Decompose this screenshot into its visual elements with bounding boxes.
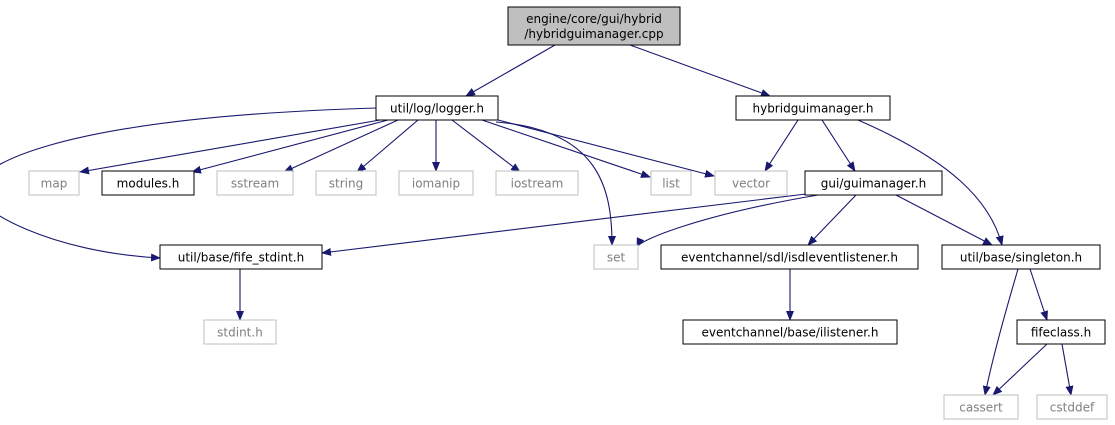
node-label-map: map: [41, 177, 68, 191]
node-label-guimanager: gui/guimanager.h: [821, 177, 926, 191]
node-list: list: [650, 170, 692, 196]
node-string: string: [315, 170, 377, 196]
edge-guimanager-to-singleton: [895, 194, 993, 246]
node-fife_stdint[interactable]: util/base/fife_stdint.h: [159, 244, 323, 270]
edge-singleton-to-cassert: [982, 268, 1019, 396]
node-box-set: [593, 244, 639, 270]
edge-guimanager-to-set: [636, 194, 819, 248]
edges-layer: [0, 44, 1074, 396]
node-label-root-line-1: engine/core/gui/hybrid: [526, 12, 662, 26]
edge-guimanager-to-isdleventlistener: [807, 194, 857, 246]
node-label-root-line-2: /hybridguimanager.cpp: [524, 27, 663, 41]
node-box-iostream: [495, 170, 579, 196]
node-label-iomanip: iomanip: [412, 177, 460, 191]
node-box-string: [315, 170, 377, 196]
node-iostream: iostream: [495, 170, 579, 196]
node-label-cstddef: cstddef: [1050, 401, 1095, 415]
edge-fifeclass-to-cstddef: [1061, 343, 1074, 396]
node-box-root: [507, 6, 681, 46]
node-label-hybridguimanager: hybridguimanager.h: [752, 102, 873, 116]
edge-logger-to-list: [481, 119, 651, 178]
node-label-stdint: stdint.h: [217, 326, 263, 340]
node-vector: vector: [714, 170, 788, 196]
node-box-modules: [101, 170, 195, 196]
edge-logger-to-set: [495, 121, 616, 246]
edge-hybridguimanager-to-vector: [764, 119, 799, 172]
node-singleton[interactable]: util/base/singleton.h: [941, 244, 1101, 270]
edge-guimanager-to-fife_stdint: [321, 193, 807, 256]
nodes-layer: engine/core/gui/hybrid/hybridguimanager.…: [28, 6, 1108, 420]
node-cstddef: cstddef: [1036, 394, 1108, 420]
edge-hybridguimanager-to-singleton: [857, 119, 1004, 246]
node-fifeclass[interactable]: fifeclass.h: [1016, 319, 1106, 345]
node-box-ilistener: [682, 319, 898, 345]
node-box-stdint: [203, 319, 277, 345]
node-cassert: cassert: [943, 394, 1019, 420]
node-label-set: set: [607, 251, 626, 265]
node-box-map: [28, 170, 80, 196]
edge-logger-to-iostream: [451, 119, 521, 173]
node-label-logger: util/log/logger.h: [390, 102, 484, 116]
node-box-cassert: [943, 394, 1019, 420]
node-label-string: string: [329, 177, 363, 191]
edge-logger-to-map: [79, 119, 381, 175]
node-box-fife_stdint: [159, 244, 323, 270]
node-stdint: stdint.h: [203, 319, 277, 345]
node-label-ilistener: eventchannel/base/ilistener.h: [702, 326, 879, 340]
node-guimanager[interactable]: gui/guimanager.h: [804, 170, 943, 196]
node-box-guimanager: [804, 170, 943, 196]
node-box-isdleventlistener: [660, 244, 919, 270]
edge-logger-to-vector: [497, 119, 715, 178]
node-box-sstream: [216, 170, 294, 196]
edge-root-to-hybridguimanager: [629, 44, 771, 97]
node-label-list: list: [662, 177, 680, 191]
edge-logger-to-string: [356, 119, 419, 173]
node-box-logger: [375, 95, 499, 121]
node-box-singleton: [941, 244, 1101, 270]
edge-logger-to-modules: [191, 119, 389, 174]
node-box-fifeclass: [1016, 319, 1106, 345]
node-set: set: [593, 244, 639, 270]
edge-hybridguimanager-to-guimanager: [821, 119, 856, 172]
node-isdleventlistener[interactable]: eventchannel/sdl/isdleventlistener.h: [660, 244, 919, 270]
node-label-iostream: iostream: [511, 177, 564, 191]
node-label-modules: modules.h: [117, 177, 180, 191]
node-label-cassert: cassert: [959, 401, 1003, 415]
node-hybridguimanager[interactable]: hybridguimanager.h: [735, 95, 891, 121]
edge-root-to-logger: [465, 44, 556, 97]
node-label-isdleventlistener: eventchannel/sdl/isdleventlistener.h: [681, 251, 898, 265]
node-label-fife_stdint: util/base/fife_stdint.h: [178, 251, 304, 265]
node-label-fifeclass: fifeclass.h: [1031, 326, 1091, 340]
node-box-list: [650, 170, 692, 196]
node-box-cstddef: [1036, 394, 1108, 420]
node-box-vector: [714, 170, 788, 196]
edge-fifeclass-to-cassert: [992, 343, 1048, 396]
node-sstream: sstream: [216, 170, 294, 196]
node-ilistener[interactable]: eventchannel/base/ilistener.h: [682, 319, 898, 345]
node-logger[interactable]: util/log/logger.h: [375, 95, 499, 121]
node-label-sstream: sstream: [231, 177, 279, 191]
edge-logger-to-fife_stdint: [0, 107, 378, 262]
node-box-hybridguimanager: [735, 95, 891, 121]
node-iomanip: iomanip: [398, 170, 474, 196]
edge-logger-to-sstream: [283, 119, 399, 173]
node-root[interactable]: engine/core/gui/hybrid/hybridguimanager.…: [507, 6, 681, 46]
node-modules[interactable]: modules.h: [101, 170, 195, 196]
edge-singleton-to-fifeclass: [1029, 268, 1048, 321]
node-map: map: [28, 170, 80, 196]
node-box-iomanip: [398, 170, 474, 196]
node-label-vector: vector: [732, 177, 770, 191]
node-label-singleton: util/base/singleton.h: [960, 251, 1082, 265]
